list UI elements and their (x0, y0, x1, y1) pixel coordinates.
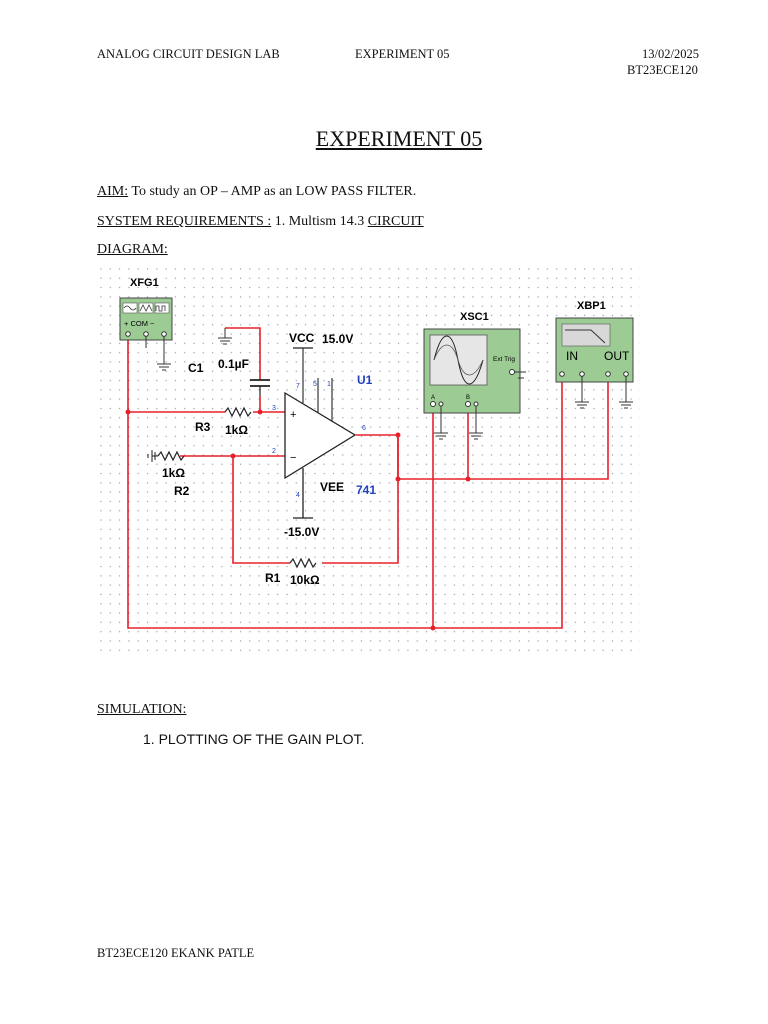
channel-b-label: B (466, 395, 470, 401)
xfg1-function-generator: XFG1 + COM − (119, 277, 173, 371)
r1-label: R1 (265, 571, 281, 585)
resistor-r1: R1 10kΩ (265, 557, 320, 587)
header-lab: ANALOG CIRCUIT DESIGN LAB (97, 47, 280, 61)
aim-line: AIM: To study an OP – AMP as an LOW PASS… (97, 184, 416, 200)
r1-value: 10kΩ (290, 573, 320, 587)
r2-value: 1kΩ (162, 466, 185, 480)
pin-7: 7 (296, 383, 300, 390)
r2-ground-icon (147, 450, 158, 462)
opamp-u1: + − 3 2 6 7 4 5 1 VCC 15.0V U1 VEE 741 -… (272, 331, 376, 539)
junctions (125, 409, 471, 631)
bode-out-label: OUT (604, 349, 630, 363)
scope-a-ground-icon (434, 406, 448, 440)
xsc1-label: XSC1 (460, 311, 489, 323)
simulation-item: 1. PLOTTING OF THE GAIN PLOT. (143, 731, 365, 747)
c1-value: 0.1µF (218, 357, 249, 371)
c1-ground-icon (218, 328, 232, 345)
vcc-label: VCC (289, 331, 315, 345)
triangle-wave-icon (139, 304, 153, 312)
u1-label: U1 (357, 373, 373, 387)
pin-4: 4 (296, 492, 300, 499)
opamp-plus-sign: + (290, 409, 296, 421)
channel-a-label: A (431, 395, 435, 401)
ext-trig-label: Ext Trig (493, 356, 515, 363)
xsc1-oscilloscope: XSC1 Ext Trig A B (423, 311, 526, 440)
resistor-r2: 1kΩ R2 (147, 450, 190, 498)
sysreq-circuit-word: CIRCUIT (367, 214, 424, 229)
xfg1-label: XFG1 (130, 277, 159, 289)
circuit-diagram: XFG1 + COM − C1 0.1µF R3 1kΩ 1kΩ R2 (100, 268, 640, 658)
opamp-model: 741 (356, 483, 376, 497)
bode-in-label: IN (566, 349, 578, 363)
pin-1: 1 (327, 381, 331, 388)
header-date: 13/02/2025 (642, 47, 699, 61)
lowpass-curve-icon (565, 329, 606, 344)
sysreq-label: SYSTEM REQUIREMENTS : (97, 214, 272, 229)
pin-3: 3 (272, 405, 276, 412)
pin-2: 2 (272, 448, 276, 455)
pin-5: 5 (313, 381, 317, 388)
resistor-r3: R3 1kΩ (195, 406, 252, 437)
aim-label: AIM: (97, 184, 129, 199)
r3-value: 1kΩ (225, 423, 248, 437)
capacitor-c1: C1 0.1µF (188, 357, 270, 396)
grid-background (100, 268, 640, 658)
simulation-label: SIMULATION: (97, 702, 187, 717)
r2-label: R2 (174, 484, 190, 498)
xbp1-bode-plotter: XBP1 IN OUT (555, 300, 634, 409)
pin-6: 6 (362, 425, 366, 432)
opamp-minus-sign: − (290, 452, 296, 464)
aim-text: To study an OP – AMP as an LOW PASS FILT… (128, 184, 417, 199)
r3-label: R3 (195, 420, 211, 434)
square-wave-icon (155, 305, 166, 312)
vcc-value: 15.0V (322, 332, 353, 346)
vee-value: -15.0V (284, 525, 319, 539)
diagram-label: DIAGRAM: (97, 242, 168, 257)
vee-label: VEE (320, 480, 344, 494)
footer: BT23ECE120 EKANK PATLE (97, 946, 255, 960)
c1-label: C1 (188, 361, 204, 375)
bode-screen (561, 323, 611, 347)
sysreq-line: SYSTEM REQUIREMENTS : 1. Multism 14.3 CI… (97, 214, 424, 230)
sysreq-text: 1. Multism 14.3 (271, 214, 368, 229)
xbp1-label: XBP1 (577, 300, 606, 312)
bode-in-ground-icon (575, 376, 589, 409)
header-roll: BT23ECE120 (627, 63, 698, 77)
xfg1-terminals: + COM − (124, 319, 155, 328)
sine-icon (123, 305, 137, 311)
page-title: EXPERIMENT 05 (315, 126, 483, 151)
ground-icon (145, 336, 171, 371)
bode-out-ground-icon (619, 376, 633, 409)
header-experiment: EXPERIMENT 05 (355, 47, 450, 61)
scope-b-ground-icon (469, 406, 483, 440)
